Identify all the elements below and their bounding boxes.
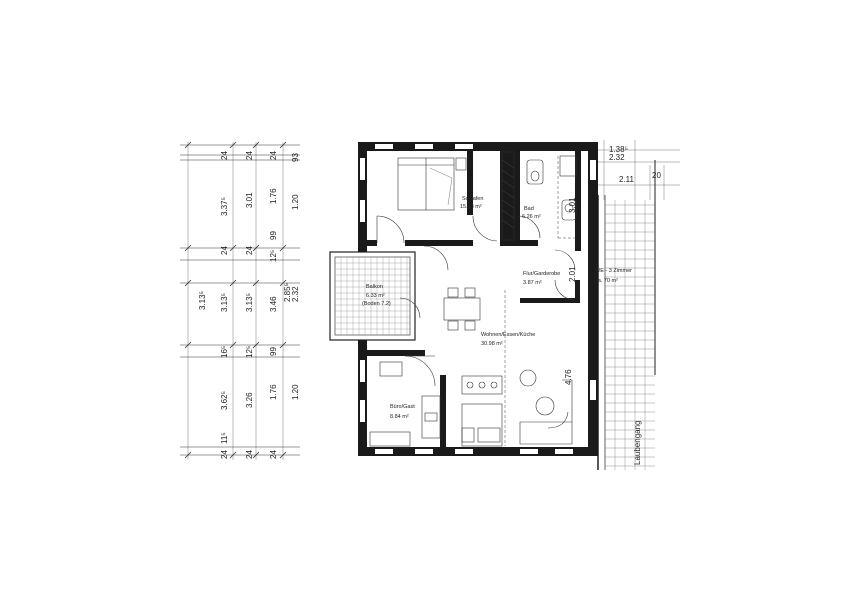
dim-c1-0: 24 <box>220 151 229 160</box>
dim-c2-6: 24 <box>245 450 254 459</box>
dim-c4-3: 2.85⁵ <box>283 283 292 302</box>
dim-c3-7: 24 <box>269 450 278 459</box>
dim-top-2: 2.11 <box>619 175 635 184</box>
room-labels: Schlafen 15.43 m² Bad 6.26 m² Flur/Garde… <box>362 196 642 465</box>
dim-c3-5: 99 <box>269 347 278 356</box>
room-bad-area: 6.26 m² <box>522 214 541 220</box>
room-flur-name: Flur/Garderobe <box>523 271 560 277</box>
dim-c2-1: 3.01 <box>245 192 254 208</box>
unit-name: WE - 3 Zimmer <box>595 268 632 274</box>
dim-c4-1: 1.20 <box>291 194 300 210</box>
room-wohnen-area: 30.98 m² <box>481 341 503 347</box>
dim-c1-2: 24 <box>220 246 229 255</box>
dim-c3-4: 3.46 <box>269 296 278 312</box>
room-schlafen-name: Schlafen <box>462 196 483 202</box>
dim-c2-3: 3.13⁵ <box>245 293 254 312</box>
furniture <box>369 151 578 447</box>
room-balkon-name: Balkon <box>366 284 383 290</box>
room-wohnen-name: Wohnen/Essen/Küche <box>481 332 535 338</box>
dim-top-1: 2.32 <box>609 153 625 162</box>
room-schlafen-area: 15.43 m² <box>460 204 482 210</box>
laubengang-label: Laubengang <box>633 421 642 466</box>
doors <box>376 215 576 387</box>
dim-c3-3: 12⁵ <box>269 250 278 262</box>
dim-c3-1: 1.76 <box>269 188 278 204</box>
dim-c1-7: 24 <box>220 450 229 459</box>
dim-c3-0: 24 <box>269 151 278 160</box>
room-bad-name: Bad <box>524 206 534 212</box>
dim-c2-5: 3.26 <box>245 392 254 408</box>
dim-internal-2: 4.76 <box>564 369 573 385</box>
dim-c1-3: 3.13⁵ <box>220 293 229 312</box>
dim-c3-2: 99 <box>269 231 278 240</box>
dim-top-3: 20 <box>652 171 661 180</box>
laubengang-area <box>597 160 656 470</box>
room-flur-area: 3.87 m² <box>523 280 542 286</box>
top-dimensions: 1.38⁵ 2.32 2.11 20 <box>598 140 680 200</box>
dim-c4-4: 2.32 <box>291 286 300 302</box>
dim-c1-5: 3.62⁵ <box>220 391 229 410</box>
room-balkon-note: (Boden 7.2) <box>362 301 391 307</box>
room-buero-name: Büro/Gast <box>390 404 415 410</box>
dim-c3-6: 1.76 <box>269 384 278 400</box>
dim-c2-2: 24 <box>245 246 254 255</box>
dimension-lines <box>180 141 300 460</box>
dim-c1-4: 16⁵ <box>220 346 229 358</box>
unit-area: ca. 70 m² <box>595 278 618 284</box>
dim-c2-4: 12⁵ <box>245 346 254 358</box>
dim-overall: 3.13⁵ <box>198 291 207 310</box>
dim-internal-0: 3.01 <box>568 197 577 213</box>
dim-c4-0: 93 <box>291 153 300 162</box>
dim-c2-0: 24 <box>245 151 254 160</box>
dim-c1-6: 11⁵ <box>220 432 229 444</box>
room-balkon-area: 6.33 m² <box>366 293 385 299</box>
balkon-area <box>329 251 416 341</box>
walls <box>358 142 598 456</box>
room-buero-area: 8.84 m² <box>390 414 409 420</box>
dim-c1-1: 3.37⁵ <box>220 197 229 216</box>
dim-top-0: 1.38⁵ <box>609 145 628 154</box>
dim-internal-1: 2.01 <box>568 266 577 282</box>
dim-c4-5: 1.20 <box>291 384 300 400</box>
dimension-labels: 3.13⁵ 24 3.37⁵ 24 3.13⁵ 16⁵ 3.62⁵ 11⁵ 24… <box>198 151 300 459</box>
